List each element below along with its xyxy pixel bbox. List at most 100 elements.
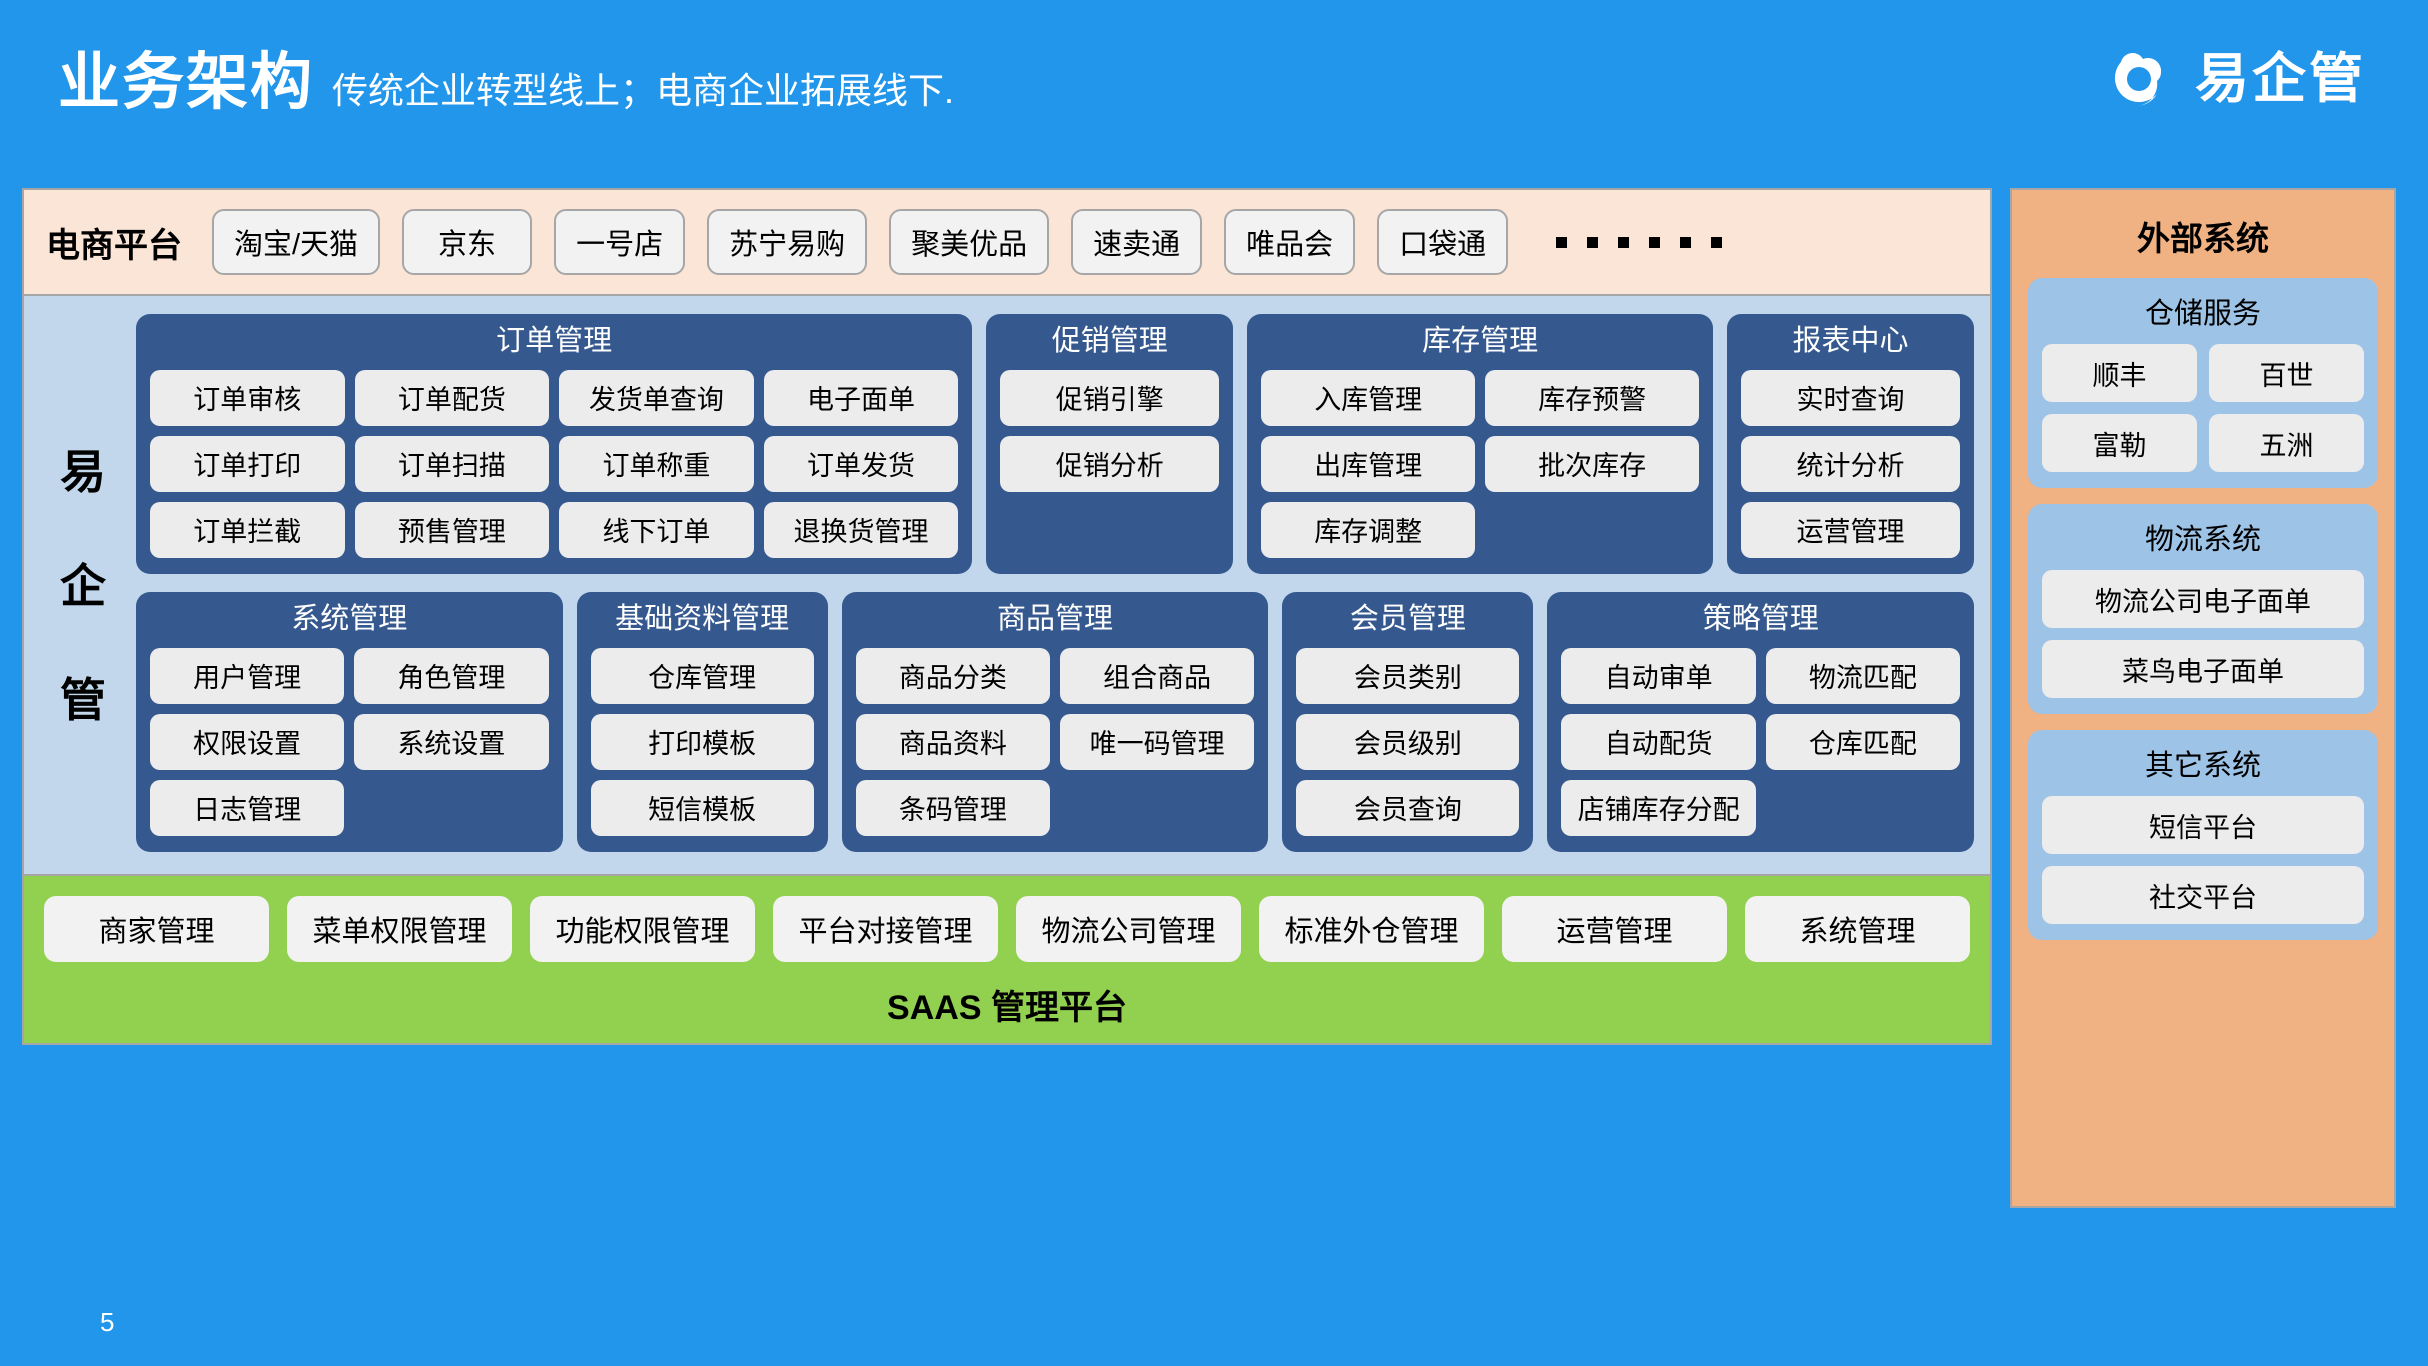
ecommerce-platform-chip[interactable]: 口袋通 — [1377, 209, 1509, 275]
module-tile[interactable]: 库存预警 — [1485, 369, 1700, 426]
ecommerce-platform-chip[interactable]: 一号店 — [554, 209, 686, 275]
dot-icon — [1711, 236, 1723, 248]
module-panel-title: 策略管理 — [1702, 602, 1819, 635]
module-tile[interactable]: 电子面单 — [763, 369, 959, 426]
module-tile[interactable]: 会员类别 — [1296, 647, 1520, 704]
external-system-tile[interactable]: 五洲 — [2209, 414, 2364, 472]
module-tile[interactable]: 组合商品 — [1060, 647, 1255, 704]
module-panel: 促销管理促销引擎促销分析 — [986, 314, 1234, 574]
external-system-group: 仓储服务顺丰百世富勒五洲 — [2028, 278, 2378, 488]
module-tile[interactable]: 运营管理 — [1741, 501, 1960, 558]
dot-icon — [1556, 236, 1568, 248]
module-tile[interactable]: 商品分类 — [855, 647, 1050, 704]
external-systems-title: 外部系统 — [2137, 220, 2269, 257]
external-system-tile[interactable]: 富勒 — [2042, 414, 2197, 472]
module-tile[interactable]: 日志管理 — [150, 779, 345, 836]
module-tile[interactable]: 物流匹配 — [1765, 647, 1961, 704]
saas-platform-title: SAAS 管理平台 — [887, 988, 1127, 1027]
module-tile[interactable]: 权限设置 — [150, 713, 345, 770]
external-system-tile[interactable]: 菜鸟电子面单 — [2042, 640, 2364, 698]
ecommerce-platform-chip[interactable]: 淘宝/天猫 — [212, 209, 381, 275]
module-tile[interactable]: 订单配货 — [354, 369, 550, 426]
module-tile[interactable]: 实时查询 — [1741, 369, 1960, 426]
brand-name: 易企管 — [2195, 49, 2366, 109]
module-tile-grid: 入库管理库存预警出库管理批次库存库存调整 — [1261, 369, 1700, 558]
module-tile[interactable]: 订单拦截 — [150, 501, 345, 558]
ecommerce-chip-list: 淘宝/天猫京东一号店苏宁易购聚美优品速卖通唯品会口袋通 — [212, 209, 1509, 275]
core-platform-area: 易企管 订单管理订单审核订单配货发货单查询电子面单订单打印订单扫描订单称重订单发… — [22, 296, 1992, 876]
module-tile[interactable]: 仓库管理 — [590, 647, 814, 704]
external-system-tile[interactable]: 社交平台 — [2042, 866, 2364, 924]
module-panel-title: 库存管理 — [1422, 325, 1539, 357]
ellipsis-dots-icon — [1556, 236, 1723, 248]
module-panel-title: 促销管理 — [1051, 325, 1168, 357]
module-tile[interactable]: 订单发货 — [763, 435, 959, 492]
module-panel: 基础资料管理仓库管理打印模板短信模板 — [576, 591, 828, 852]
module-tile[interactable]: 会员查询 — [1296, 779, 1520, 836]
saas-platform-bar: 商家管理菜单权限管理功能权限管理平台对接管理物流公司管理标准外仓管理运营管理系统… — [22, 875, 1992, 1045]
module-tile[interactable]: 仓库匹配 — [1765, 713, 1961, 770]
saas-chip[interactable]: 标准外仓管理 — [1259, 895, 1484, 962]
saas-chip[interactable]: 菜单权限管理 — [287, 895, 512, 962]
module-tile[interactable]: 库存调整 — [1261, 501, 1476, 558]
module-tile[interactable]: 发货单查询 — [559, 369, 754, 426]
module-tile[interactable]: 入库管理 — [1261, 369, 1476, 426]
ecommerce-platform-bar: 电商平台 淘宝/天猫京东一号店苏宁易购聚美优品速卖通唯品会口袋通 — [22, 188, 1992, 296]
vertical-brand-char: 易 — [60, 445, 106, 498]
module-tile[interactable]: 唯一码管理 — [1060, 713, 1255, 770]
module-tile[interactable]: 会员级别 — [1296, 713, 1520, 770]
module-tile[interactable]: 系统设置 — [354, 713, 549, 770]
saas-chip[interactable]: 系统管理 — [1745, 895, 1970, 962]
slide-header: 业务架构 传统企业转型线上；电商企业拓展线下. 易企管 — [0, 0, 2428, 180]
external-system-tile[interactable]: 百世 — [2209, 344, 2364, 402]
external-system-group-title: 物流系统 — [2144, 524, 2261, 556]
module-tile[interactable]: 订单扫描 — [354, 435, 550, 492]
module-tile[interactable]: 商品资料 — [855, 713, 1050, 770]
saas-chip[interactable]: 物流公司管理 — [1016, 895, 1241, 962]
page-title: 业务架构 — [58, 48, 315, 117]
module-tile[interactable]: 线下订单 — [559, 501, 754, 558]
external-system-tile[interactable]: 顺丰 — [2042, 344, 2197, 402]
external-system-group: 其它系统短信平台社交平台 — [2028, 730, 2378, 940]
external-system-tile[interactable]: 短信平台 — [2042, 796, 2364, 854]
ecommerce-platform-chip[interactable]: 苏宁易购 — [707, 209, 868, 275]
ecommerce-platform-chip[interactable]: 速卖通 — [1071, 209, 1203, 275]
module-tile[interactable]: 自动审单 — [1561, 647, 1756, 704]
module-tile[interactable]: 预售管理 — [354, 501, 550, 558]
module-tile[interactable]: 短信模板 — [590, 779, 814, 836]
module-panel: 订单管理订单审核订单配货发货单查询电子面单订单打印订单扫描订单称重订单发货订单拦… — [136, 314, 973, 574]
module-tile[interactable]: 条码管理 — [855, 779, 1050, 836]
module-tile[interactable]: 店铺库存分配 — [1561, 779, 1756, 836]
module-tile-grid: 仓库管理打印模板短信模板 — [590, 647, 814, 836]
module-tile[interactable]: 订单审核 — [150, 369, 345, 426]
module-tile[interactable]: 打印模板 — [590, 713, 814, 770]
dot-icon — [1680, 236, 1692, 248]
module-tile[interactable]: 批次库存 — [1485, 435, 1700, 492]
dot-icon — [1587, 236, 1599, 248]
module-tile[interactable]: 订单称重 — [559, 435, 754, 492]
saas-chip[interactable]: 商家管理 — [44, 895, 269, 962]
ecommerce-platform-chip[interactable]: 唯品会 — [1224, 209, 1356, 275]
external-system-tile-grid: 短信平台社交平台 — [2042, 796, 2364, 924]
module-tile[interactable]: 出库管理 — [1261, 435, 1476, 492]
module-tile[interactable]: 用户管理 — [150, 647, 345, 704]
module-tile[interactable]: 角色管理 — [354, 647, 549, 704]
saas-chip[interactable]: 运营管理 — [1502, 895, 1727, 962]
ecommerce-platform-label: 电商平台 — [46, 226, 182, 265]
module-panel-row: 订单管理订单审核订单配货发货单查询电子面单订单打印订单扫描订单称重订单发货订单拦… — [136, 314, 1974, 574]
module-tile[interactable]: 订单打印 — [150, 435, 345, 492]
saas-chip[interactable]: 平台对接管理 — [773, 895, 998, 962]
external-system-tile[interactable]: 物流公司电子面单 — [2042, 570, 2364, 628]
module-tile[interactable]: 统计分析 — [1741, 435, 1960, 492]
module-tile[interactable]: 促销引擎 — [1000, 369, 1220, 426]
ecommerce-platform-chip[interactable]: 京东 — [402, 209, 533, 275]
saas-chip[interactable]: 功能权限管理 — [530, 895, 755, 962]
module-tile[interactable]: 自动配货 — [1561, 713, 1756, 770]
vertical-brand-char: 管 — [60, 673, 106, 726]
external-systems-group-list: 仓储服务顺丰百世富勒五洲物流系统物流公司电子面单菜鸟电子面单其它系统短信平台社交… — [2028, 278, 2378, 940]
module-panel: 商品管理商品分类组合商品商品资料唯一码管理条码管理 — [841, 591, 1269, 852]
ecommerce-platform-chip[interactable]: 聚美优品 — [889, 209, 1050, 275]
module-tile[interactable]: 退换货管理 — [763, 501, 959, 558]
module-tile[interactable]: 促销分析 — [1000, 435, 1220, 492]
